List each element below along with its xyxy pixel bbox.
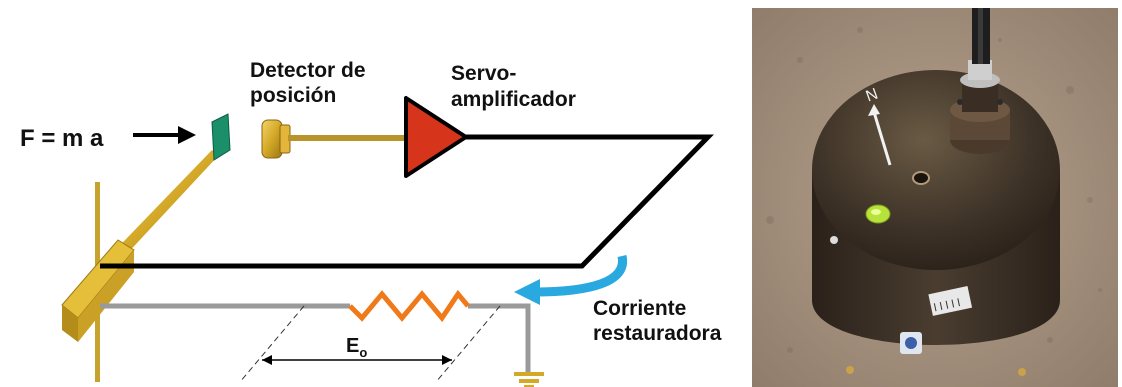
dashed-guides — [239, 305, 501, 383]
voltage-label: Eo — [346, 335, 367, 360]
servo-label-line2: amplificador — [451, 88, 576, 111]
output-wire — [100, 303, 531, 372]
current-label-line1: Corriente — [593, 297, 686, 320]
detector-label-line2: posición — [250, 84, 336, 107]
compass-letter: N — [864, 86, 881, 106]
voltage-subscript: o — [359, 345, 367, 360]
resistor — [348, 289, 470, 323]
position-detector — [261, 119, 408, 159]
current-arrow — [514, 254, 628, 305]
detector-label-line1: Detector de — [250, 59, 366, 82]
voltage-dimension — [262, 355, 452, 365]
current-label-line2: restauradora — [593, 322, 722, 345]
mass-plate — [211, 113, 231, 161]
force-label: F = m a — [20, 125, 104, 152]
seismometer-photo: N — [752, 8, 1118, 387]
servo-label-line1: Servo- — [451, 62, 516, 85]
ground-symbol — [514, 372, 544, 387]
servo-amplifier — [404, 96, 468, 178]
force-arrow — [133, 126, 196, 144]
feedback-loop-wire — [100, 134, 714, 269]
pendulum-arm — [100, 150, 218, 272]
